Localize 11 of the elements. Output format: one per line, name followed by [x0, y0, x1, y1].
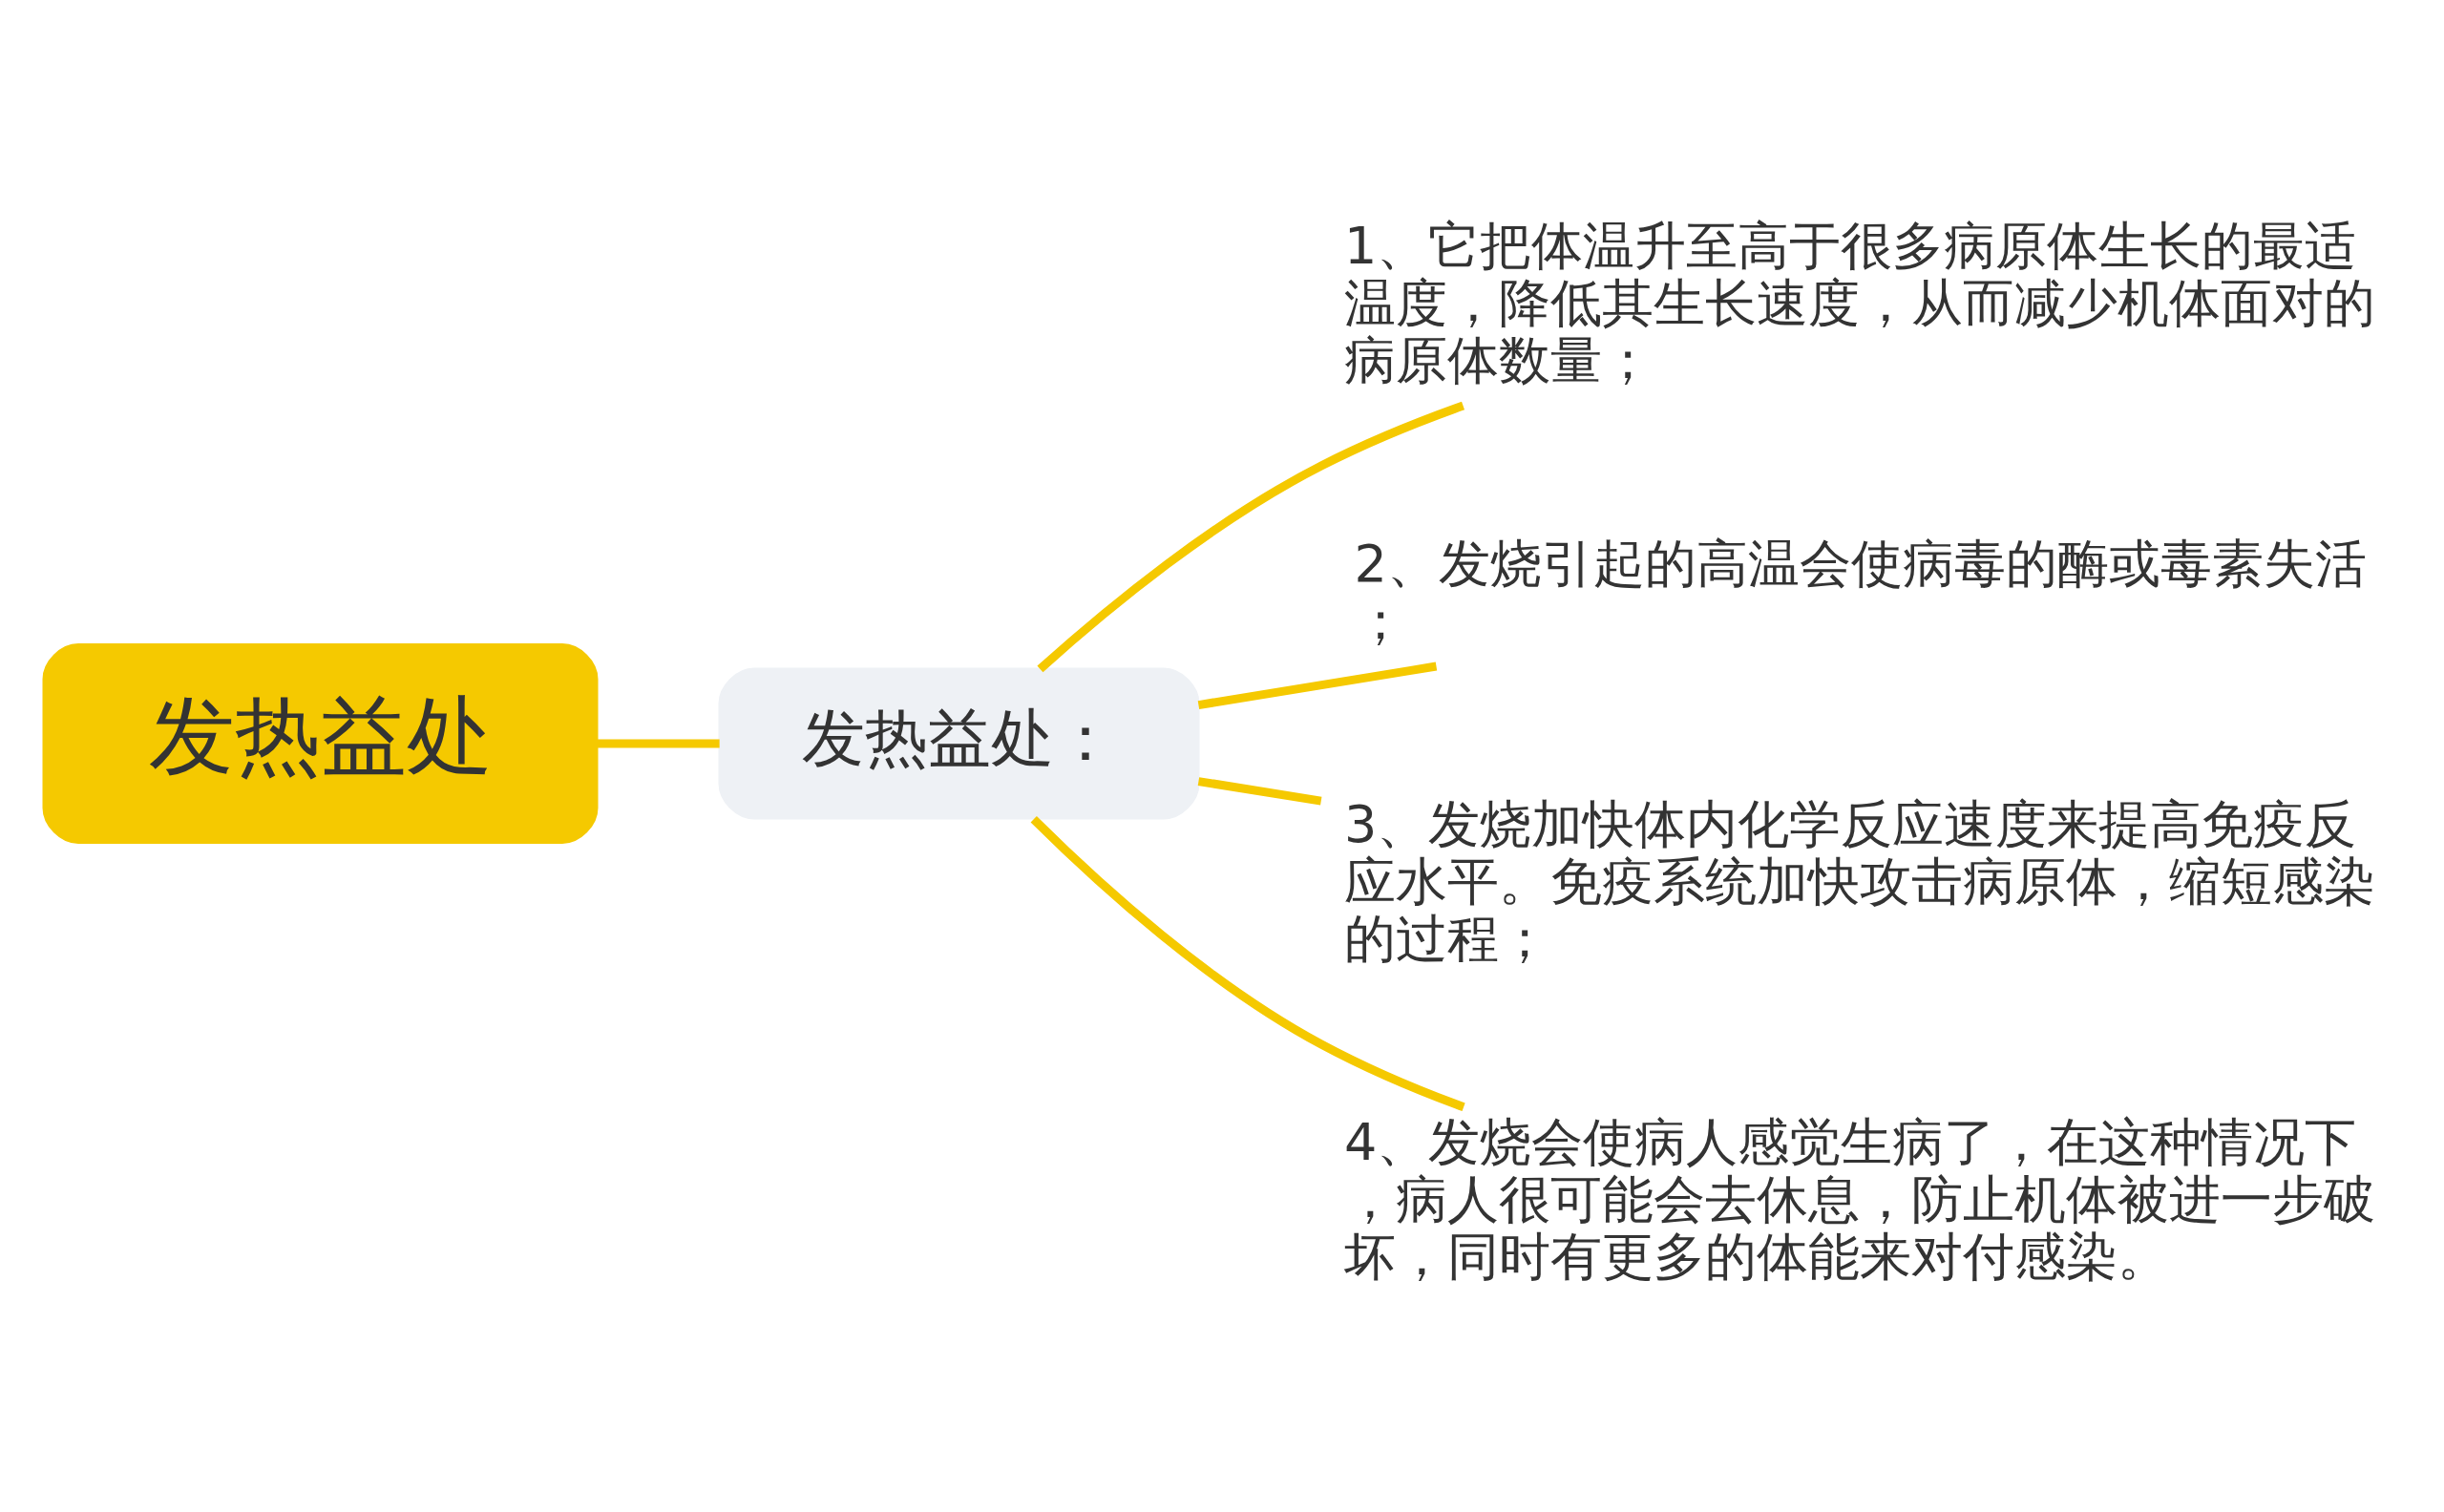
connector: [596, 739, 720, 747]
connector: [1030, 815, 1465, 1111]
connector: [1197, 662, 1437, 709]
node-text: 3、发烧加快体内化学反应速度来提高免疫反应水平。免疫系统加快攻击病原体，缩短感染的过程；: [1343, 793, 2375, 969]
node-box: 发热益处：: [718, 667, 1199, 819]
connector: [1197, 776, 1321, 806]
node-text: 2、发烧引起的高温会使病毒的酶或毒素失活；: [1354, 533, 2367, 651]
node-text: 4、发烧会使病人感觉生病了，在这种情况下，病人很可能会去休息，防止机体被进一步破坏，同时有更多的体能来对付感染。: [1343, 1111, 2375, 1287]
node-box: 发热益处: [42, 642, 598, 844]
node-text: 1、它把体温升至高于很多病原体生长的最适温度，降低其生长速度，从而减少机体面对的病原体数量；: [1343, 215, 2375, 390]
connector: [1036, 401, 1464, 672]
